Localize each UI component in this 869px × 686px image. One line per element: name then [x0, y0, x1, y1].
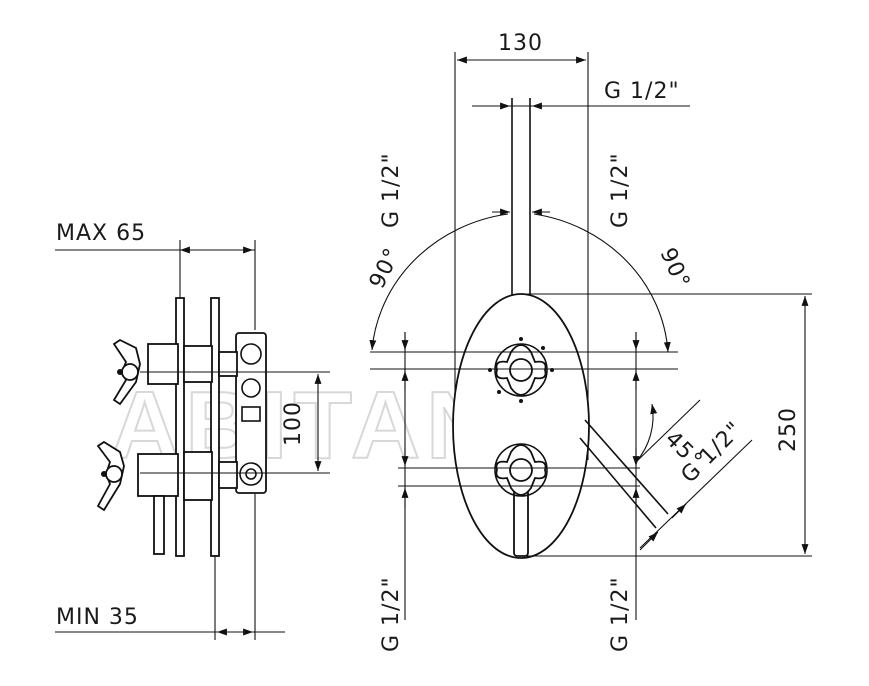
- front-view: [369, 52, 812, 620]
- right-rotation-label: 90°: [655, 244, 695, 293]
- side-view: [55, 240, 330, 640]
- plate-height-label: 250: [776, 407, 801, 452]
- right-lower-inlet-label: G 1/2": [608, 576, 633, 652]
- handle-spacing-label: 100: [281, 401, 306, 446]
- right-upper-inlet-label: G 1/2": [608, 152, 633, 228]
- max-depth-label: MAX 65: [56, 221, 146, 246]
- left-rotation-label: 90°: [365, 244, 406, 293]
- min-depth-label: MIN 35: [56, 605, 139, 630]
- left-upper-inlet-label: G 1/2": [379, 152, 404, 228]
- plate-width-label: 130: [498, 31, 543, 56]
- left-lower-inlet-label: G 1/2": [379, 576, 404, 652]
- top-outlet-label: G 1/2": [604, 79, 680, 104]
